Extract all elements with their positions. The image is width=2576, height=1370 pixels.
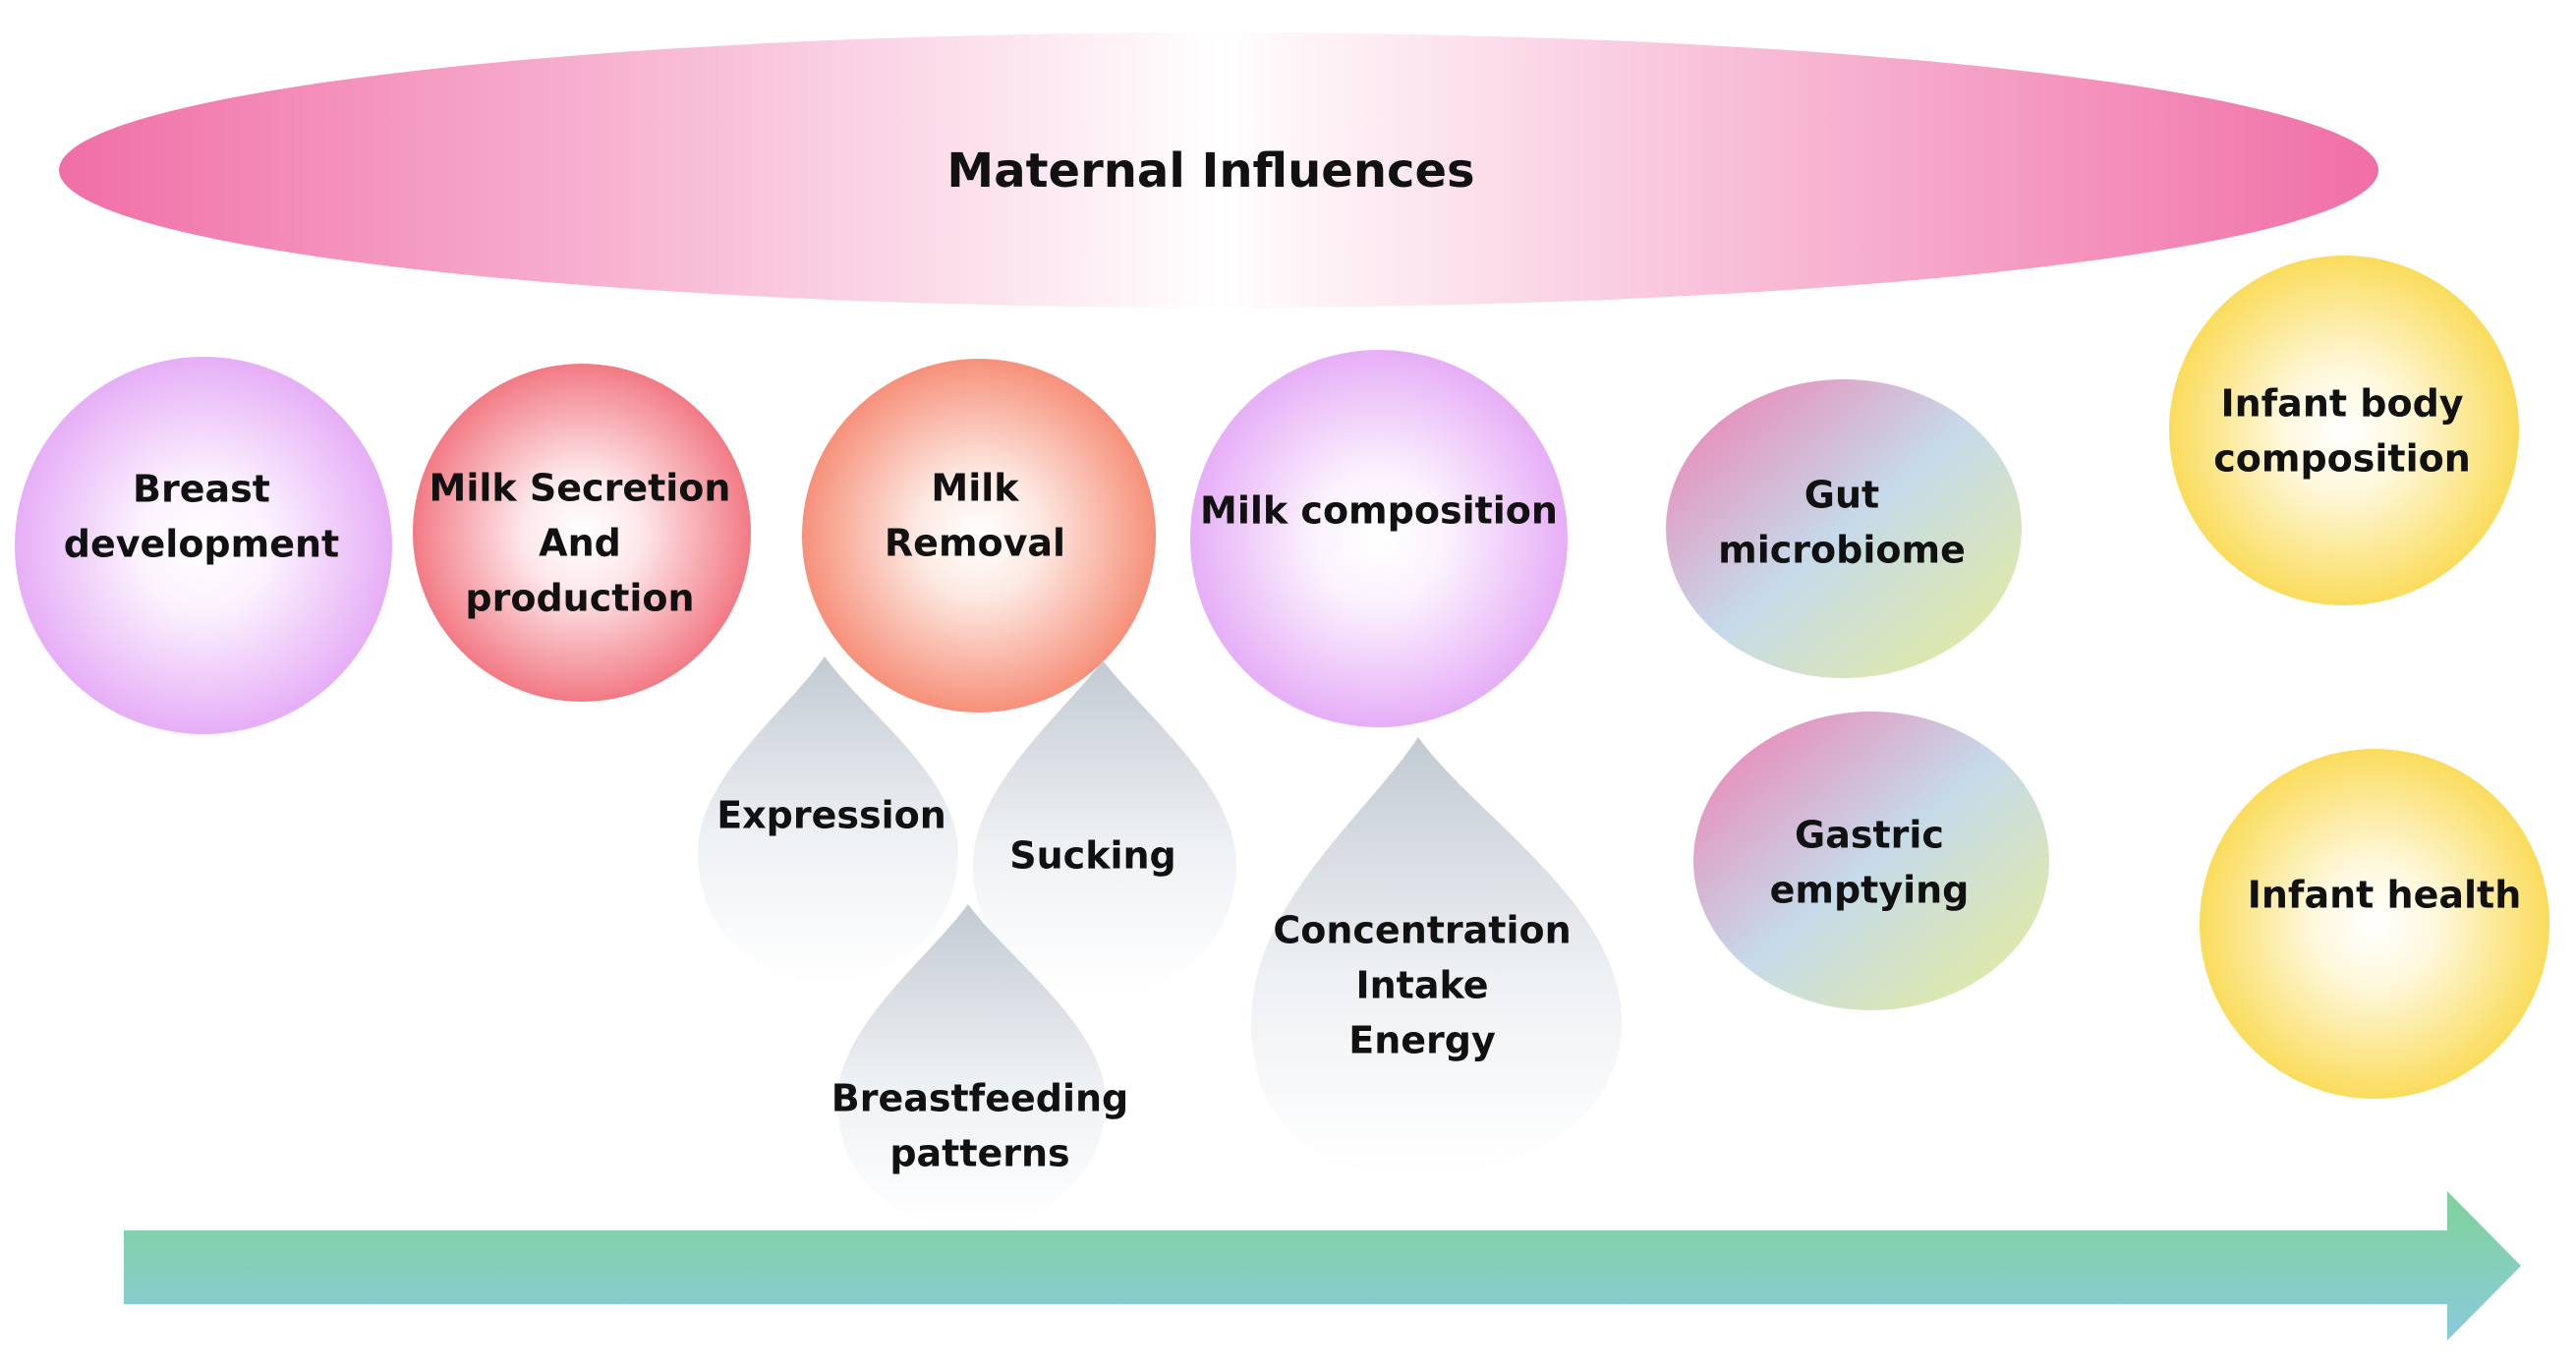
infant-health-label-line: Infant health [2248,874,2522,917]
infant-body-composition-label-line: Infant body [2220,382,2463,426]
milk-composition-label: Milk composition [1200,489,1558,533]
infant-health-label: Infant health [2248,874,2522,917]
breastfeeding-patterns-drop [837,904,1106,1228]
breastfeeding-patterns-label: Breastfeeding patterns [831,1077,1128,1175]
expression-drop [698,656,958,983]
breast-development-label-line: Breast [133,468,270,511]
gut-microbiome-label-line: Gut [1804,474,1879,517]
milk-removal-label-line: Milk [931,467,1019,510]
concentration-label-line: Concentration [1273,909,1571,952]
concentration-label-line: Intake [1355,964,1488,1007]
milk-removal-circle [802,359,1156,713]
milk-removal-label-line: Removal [885,522,1065,565]
maternal-influences-label: Maternal Influences [946,143,1474,199]
infant-body-composition-circle [2169,256,2519,605]
breastfeeding-patterns-label-line: patterns [889,1132,1069,1175]
expression-label: Expression [716,794,946,837]
milk-secretion-label-line: And [539,522,621,565]
breast-development-label: Breast development [64,468,339,566]
progression-arrow [124,1191,2521,1341]
concentration-label-line: Energy [1348,1019,1496,1062]
gut-microbiome-label: Gut microbiome [1718,474,1966,572]
gastric-emptying-circle [1693,712,2049,1010]
gut-microbiome-label-line: microbiome [1718,529,1966,572]
breast-development-circle [15,357,392,734]
concentration-drop [1251,737,1622,1175]
maternal-influences-banner [59,32,2378,308]
milk-composition-circle [1190,350,1568,727]
gut-microbiome-circle [1666,379,2022,678]
sucking-label-line: Sucking [1009,834,1176,878]
sucking-label: Sucking [1009,834,1176,878]
breastfeeding-patterns-label-line: Breastfeeding [831,1077,1128,1120]
infant-health-circle [2200,749,2549,1099]
expression-label-line: Expression [716,794,946,837]
milk-composition-label-line: Milk composition [1200,489,1558,533]
breast-development-label-line: development [64,523,339,566]
milk-secretion-label-line: production [465,577,694,620]
gastric-emptying-label-line: Gastric [1795,814,1944,857]
milk-secretion-label-line: Milk Secretion [429,467,731,510]
sucking-drop [973,660,1236,995]
gastric-emptying-label-line: emptying [1770,869,1970,912]
infant-body-composition-label-line: composition [2213,437,2471,481]
infant-body-composition-label: Infant body composition [2213,382,2471,481]
milk-secretion-circle [413,364,751,702]
gastric-emptying-label: Gastric emptying [1770,814,1970,912]
